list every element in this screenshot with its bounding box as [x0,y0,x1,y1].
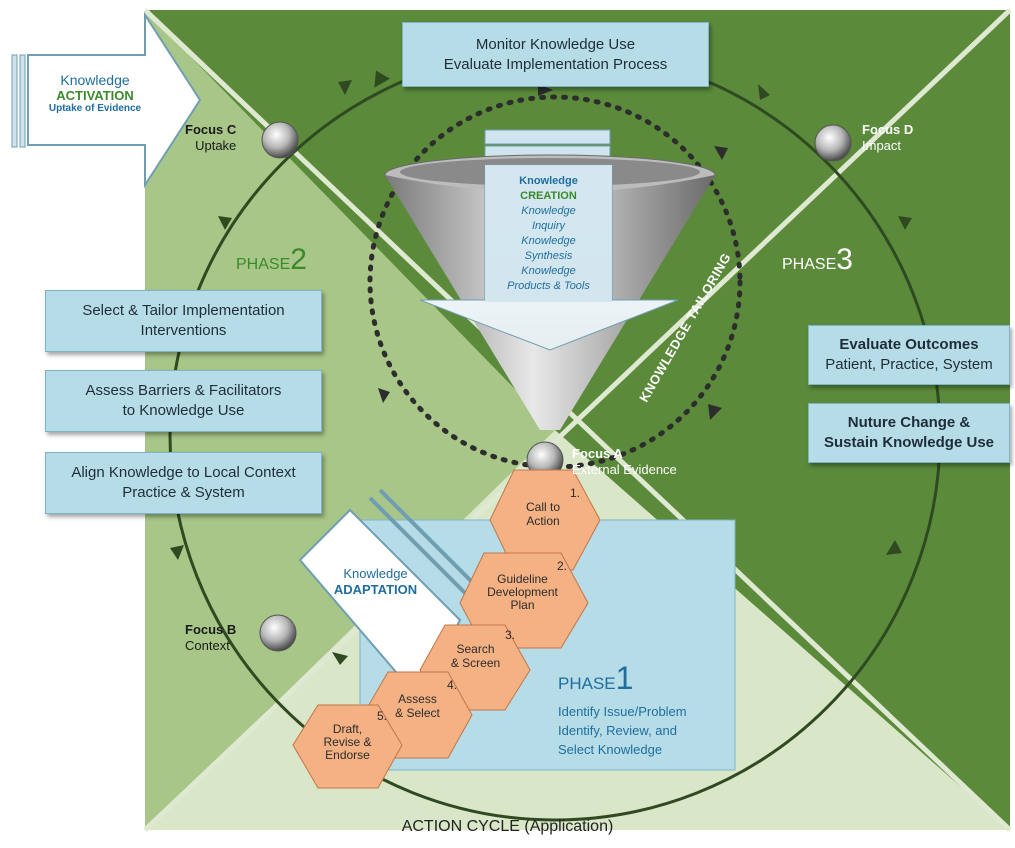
monitor-line2: Evaluate Implementation Process [443,55,668,73]
evaluate-box: Evaluate Outcomes Patient, Practice, Sys… [808,325,1010,385]
evaluate-line1: Evaluate Outcomes [839,336,979,353]
step-4-line1: Assess [398,692,437,706]
tailoring-arrow-top-right [714,146,728,160]
step-3-line2: & Screen [450,656,501,670]
assess-barriers-line2: to Knowledge Use [122,402,245,419]
creation-line6: Synthesis [524,250,573,262]
phase1-description: Identify Issue/Problem Identify, Review,… [558,702,687,759]
focus-a-label: Focus A External Evidence [572,446,677,478]
funnel-icon [384,129,716,430]
activation-line1: Knowledge [60,72,130,88]
phase1-word: PHASE [558,674,616,693]
creation-line3: Knowledge [521,205,576,217]
phase1-line2: Identify, Review, and [558,723,677,738]
focus-c-title: Focus C [185,122,237,137]
activation-line2: ACTIVATION [56,88,134,103]
monitor-box: Monitor Knowledge Use Evaluate Implement… [402,22,709,87]
creation-line7: Knowledge [521,265,576,277]
adaptation-line1: Knowledge [343,566,408,581]
phase2-region [145,10,555,830]
select-tailor-box: Select & Tailor Implementation Intervent… [45,290,322,352]
step-2-line1: Guideline [497,572,548,586]
activation-arrow-icon [11,11,202,189]
footer-caption: ACTION CYCLE (Application) [401,818,614,835]
creation-line8: Products & Tools [507,280,590,292]
focus-d-title: Focus D [862,122,914,137]
creation-line2: CREATION [520,190,577,202]
phase3-num: 3 [836,243,853,276]
phase3-label: PHASE3 [782,243,853,277]
tailoring-arrow-top [538,84,553,96]
phase3-word: PHASE [782,256,837,273]
phase1-num: 1 [615,660,634,696]
step-hexagons [292,469,601,789]
step-3: 3. Search & Screen [428,628,523,670]
focus-d-sub: Impact [862,138,902,153]
step-5-num: 5. [376,709,387,723]
step-1-line2: Action [526,514,560,528]
creation-line1: Knowledge [519,175,578,187]
align-box: Align Knowledge to Local Context Practic… [45,452,322,514]
phase2-label: PHASE2 [236,243,307,277]
tailoring-arrow-right [708,404,722,420]
step-1-num: 1. [569,486,580,500]
nurture-line1: Nuture Change & [847,414,971,431]
align-line2: Practice & System [122,484,245,501]
adaptation-line2: ADAPTATION [333,582,418,597]
step-2-num: 2. [556,559,567,573]
focus-c-sub: Uptake [195,138,237,153]
nurture-line2: Sustain Knowledge Use [823,434,995,451]
focus-a-sub: External Evidence [572,462,677,477]
step-4-line2: & Select [395,706,440,720]
step-5-line2: Revise & [323,735,372,749]
nurture-box: Nuture Change & Sustain Knowledge Use [808,403,1010,463]
assess-barriers-line1: Assess Barriers & Facilitators [85,382,282,399]
phase1-label: PHASE1 [558,660,633,697]
step-1-line1: Call to [525,500,560,514]
step-2-line2: Development [487,585,558,599]
creation-label: Knowledge CREATION Knowledge Inquiry Kno… [487,174,610,294]
focus-b-sub: Context [185,638,230,653]
step-5-line3: Endorse [325,748,370,762]
tailoring-arrow-left [378,388,390,403]
step-4: 4. Assess & Select [370,678,465,720]
adaptation-arrow-icon [298,488,482,702]
select-tailor-line1: Select & Tailor Implementation [82,302,285,319]
step-3-num: 3. [504,628,515,642]
assess-barriers-box: Assess Barriers & Facilitators to Knowle… [45,370,322,432]
select-tailor-line2: Interventions [140,322,227,339]
phase1-line1: Identify Issue/Problem [558,704,687,719]
creation-line5: Knowledge [521,235,576,247]
step-2-line3: Plan [510,598,535,612]
focus-c-label: Focus C Uptake [185,122,236,154]
phase2-word: PHASE [236,256,291,273]
evaluate-line2: Patient, Practice, System [825,356,993,373]
step-4-num: 4. [446,678,457,692]
focus-a-title: Focus A [572,446,623,461]
gear-icon [259,121,852,652]
focus-d-label: Focus D Impact [862,122,913,154]
adaptation-label: Knowledge ADAPTATION [318,566,433,598]
step-2: 2. Guideline Development Plan [470,560,575,612]
activation-line3: Uptake of Evidence [48,103,142,114]
step-5-line1: Draft, [332,722,363,736]
step-3-line1: Search [456,642,495,656]
step-5: 5. Draft, Revise & Endorse [300,710,395,762]
activation-label: Knowledge ACTIVATION Uptake of Evidence [40,72,150,114]
step-1: 1. Call to Action [498,486,588,528]
phase2-num: 2 [290,243,307,276]
cycle-arrows [170,70,912,665]
align-line1: Align Knowledge to Local Context [71,464,296,481]
focus-b-label: Focus B Context [185,622,236,654]
monitor-line1: Monitor Knowledge Use [475,35,636,53]
phase1-line3: Select Knowledge [558,742,663,757]
focus-b-title: Focus B [185,622,237,637]
creation-line4: Inquiry [531,220,566,232]
